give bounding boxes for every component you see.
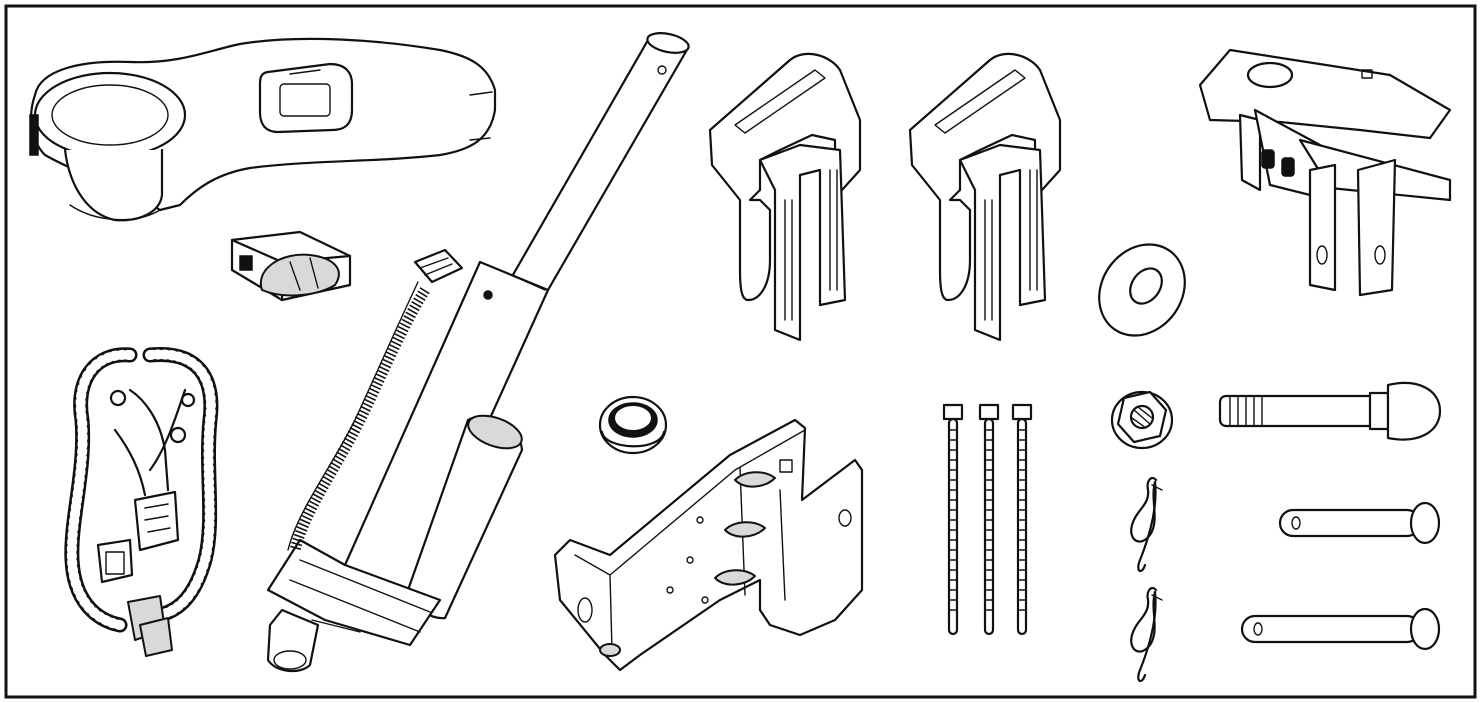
- hitch-pin-clip-icon: [1130, 586, 1163, 683]
- frame-border: [4, 4, 1477, 699]
- hitch-pin-clip-icon: [1130, 476, 1163, 573]
- rubber-grommet-icon: [598, 395, 668, 455]
- cable-tie-icon: [1011, 403, 1033, 636]
- pivot-bracket-icon: [1198, 48, 1452, 297]
- slotted-bracket-icon: [708, 52, 862, 342]
- cable-tie-icon: [978, 403, 1000, 636]
- carriage-bolt-icon: [1218, 381, 1442, 441]
- cable-tie-icon: [942, 403, 964, 636]
- rocker-switch-icon: [230, 230, 352, 302]
- flange-nut-icon: [1110, 390, 1174, 450]
- control-handle-icon: [29, 37, 497, 222]
- clevis-pin-icon: [1240, 607, 1441, 651]
- clevis-pin-icon: [1278, 501, 1441, 545]
- mounting-plate-icon: [553, 418, 864, 672]
- linear-actuator-icon: [266, 32, 690, 673]
- flat-washer-icon: [1098, 243, 1186, 337]
- slotted-bracket-icon: [908, 52, 1062, 342]
- coiled-wiring-harness-icon: [64, 346, 219, 657]
